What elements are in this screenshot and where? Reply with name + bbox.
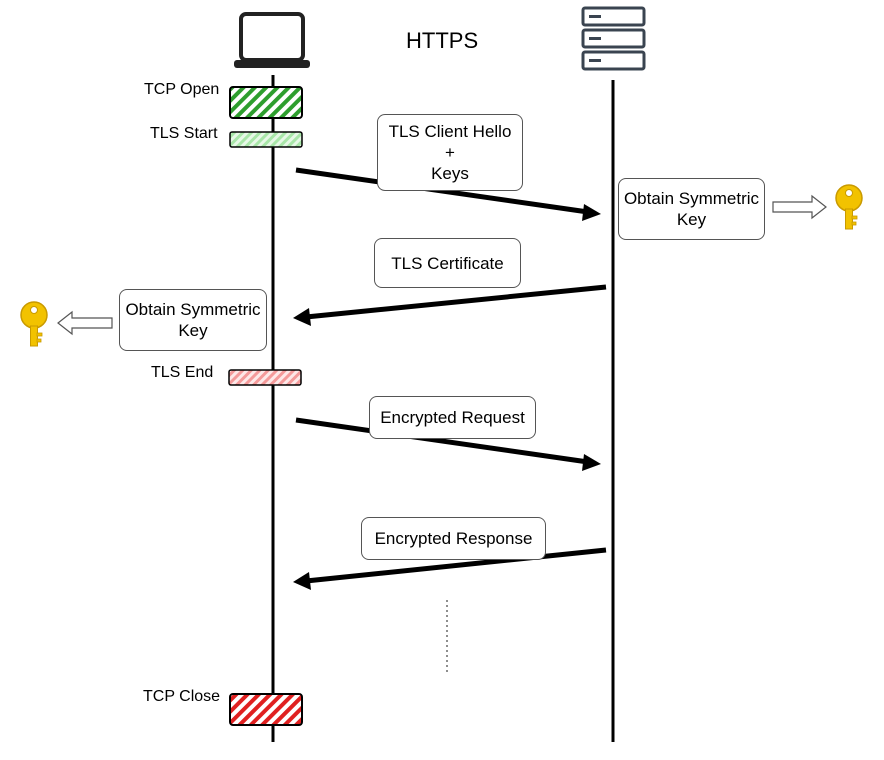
client-note-line-1: Obtain Symmetric	[125, 300, 261, 319]
certificate-box: TLS Certificate	[374, 238, 521, 288]
request-arrow	[295, 417, 601, 471]
tcp-close-label: TCP Close	[143, 688, 221, 705]
server-note-line-2: Key	[676, 210, 707, 229]
tcp-open-bar	[229, 86, 303, 119]
server-key-arrow	[772, 194, 827, 220]
server-symmetric-key-note: Obtain Symmetric Key	[618, 178, 765, 240]
client-hello-line-2: +	[445, 143, 455, 162]
client-hello-line-1: TLS Client Hello	[388, 122, 512, 141]
tcp-open-label: TCP Open	[144, 81, 220, 98]
server-note-line-1: Obtain Symmetric	[623, 189, 760, 208]
tls-start-bar	[229, 131, 303, 148]
server-icon	[581, 6, 646, 71]
client-hello-arrow	[295, 167, 601, 221]
client-hello-line-3: Keys	[431, 164, 469, 183]
tls-end-label: TLS End	[151, 364, 214, 381]
tcp-close-bar	[229, 693, 303, 726]
request-box: Encrypted Request	[369, 396, 536, 439]
response-arrow	[293, 547, 607, 590]
diagram-title: HTTPS	[406, 28, 479, 53]
client-symmetric-key-note: Obtain Symmetric Key	[119, 289, 267, 351]
client-key-arrow	[57, 310, 113, 336]
tls-start-label: TLS Start	[150, 125, 218, 142]
key-icon	[20, 301, 48, 347]
key-icon	[835, 184, 863, 230]
tls-end-bar	[228, 369, 302, 386]
client-hello-box: TLS Client Hello + Keys	[377, 114, 523, 191]
client-note-line-2: Key	[178, 321, 208, 340]
certificate-arrow	[293, 284, 607, 326]
response-box: Encrypted Response	[361, 517, 546, 560]
laptop-icon	[234, 12, 310, 68]
